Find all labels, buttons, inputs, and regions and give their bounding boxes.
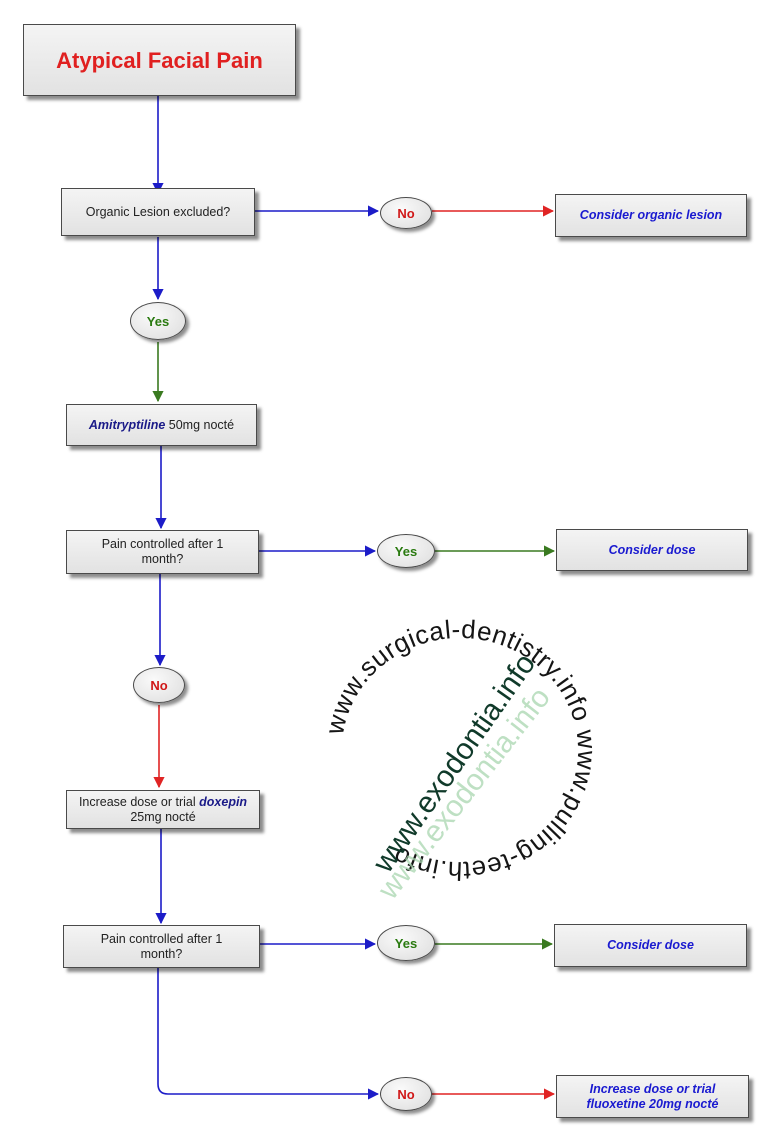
- step-amitryptiline: Amitryptiline 50mg nocté: [66, 404, 257, 446]
- decision-no-3-label: No: [397, 1086, 415, 1102]
- decision-no-1: No: [380, 197, 432, 229]
- title-box: Atypical Facial Pain: [23, 24, 296, 96]
- result-consider-organic-lesion: Consider organic lesion: [555, 194, 747, 237]
- result-consider-dose-1: Consider dose: [556, 529, 748, 571]
- question-organic-lesion: Organic Lesion excluded?: [61, 188, 255, 236]
- decision-no-2: No: [133, 667, 185, 703]
- result-consider-organic-lesion-text: Consider organic lesion: [579, 208, 723, 222]
- result-fluoxetine-line1: Increase dose or trial: [589, 1081, 716, 1096]
- step-amitryptiline-text: Amitryptiline 50mg nocté: [89, 418, 234, 433]
- decision-no-3: No: [380, 1077, 432, 1111]
- question-pain-controlled-2-line2: month?: [140, 946, 183, 961]
- decision-yes-1: Yes: [130, 302, 186, 340]
- decision-yes-2-label: Yes: [394, 543, 418, 559]
- question-pain-controlled-1-line2: month?: [141, 552, 184, 566]
- result-consider-dose-2-text: Consider dose: [607, 938, 694, 952]
- arrow-q3-to-no3: [157, 968, 380, 1100]
- decision-no-2-label: No: [150, 677, 168, 693]
- question-pain-controlled-1-line1: Pain controlled after 1: [101, 537, 224, 551]
- step-doxepin-pre: Increase dose or trial: [78, 794, 200, 809]
- result-consider-dose-2: Consider dose: [554, 924, 747, 967]
- drug-doxepin: doxepin: [199, 794, 248, 809]
- decision-no-1-label: No: [397, 205, 415, 221]
- result-fluoxetine-line2: fluoxetine 20mg nocté: [586, 1096, 719, 1111]
- decision-yes-3: Yes: [377, 925, 435, 961]
- result-consider-dose-1-text: Consider dose: [608, 542, 696, 557]
- flowchart-title: Atypical Facial Pain: [56, 47, 263, 73]
- decision-yes-3-label: Yes: [394, 935, 418, 951]
- decision-yes-2: Yes: [377, 534, 435, 568]
- step-amitryptiline-dose: 50mg nocté: [165, 417, 235, 432]
- decision-yes-1-label: Yes: [146, 313, 170, 329]
- question-organic-lesion-text: Organic Lesion excluded?: [85, 204, 231, 219]
- step-doxepin-dose: 25mg nocté: [130, 809, 196, 824]
- question-pain-controlled-2-line1: Pain controlled after 1: [100, 931, 223, 946]
- drug-amitryptiline: Amitryptiline: [88, 417, 166, 432]
